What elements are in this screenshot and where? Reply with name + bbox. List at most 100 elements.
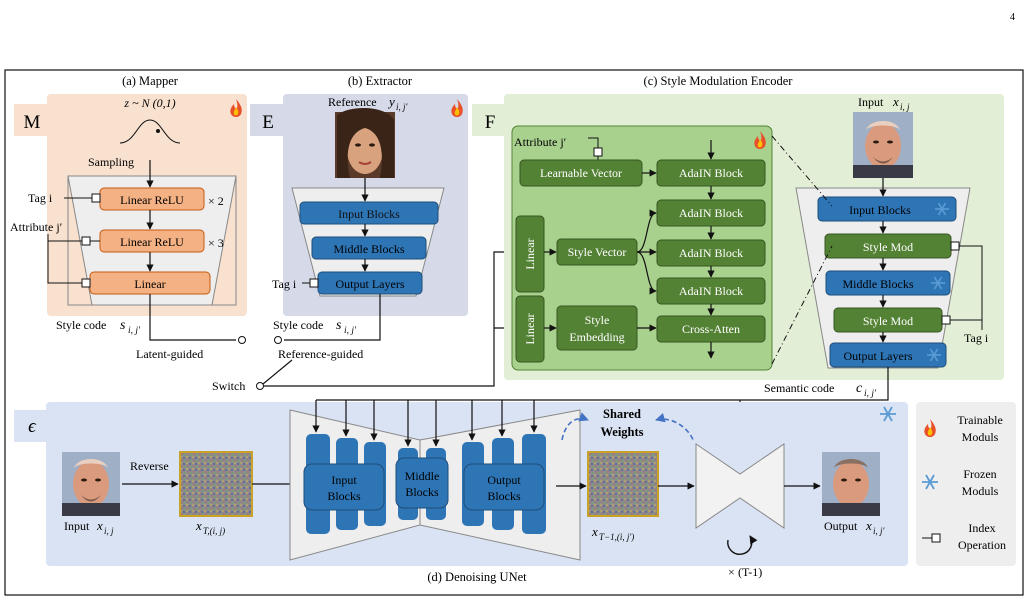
mapper-letter: M	[24, 112, 41, 133]
index-operation-icon	[309, 278, 319, 288]
legend-index-1: Index	[968, 521, 995, 535]
extractor-style-code-math: s	[336, 318, 342, 333]
fire-icon	[754, 131, 766, 149]
unet-middle-blocks-label-1: Middle	[405, 469, 440, 483]
style-mod-label-2: Style Mod	[863, 314, 913, 328]
mapper-block3-label: Linear	[134, 277, 165, 291]
encoder-input-sub: i, j	[900, 102, 910, 112]
unet-output-blocks	[463, 463, 545, 511]
adain-label-2: AdaIN Block	[679, 206, 743, 220]
unet-output-blocks-label-2: Blocks	[487, 489, 521, 503]
extractor-block1-label: Input Blocks	[338, 207, 400, 221]
encoder-tag-label: Tag i	[964, 331, 989, 345]
encoder-middle-blocks-label: Middle Blocks	[843, 277, 914, 291]
loop-times-icon: ×	[728, 565, 735, 579]
index-operation-icon	[950, 241, 960, 251]
legend-trainable-1: Trainable	[957, 413, 1003, 427]
fire-icon	[230, 99, 242, 117]
extractor-block3-label: Output Layers	[336, 277, 405, 291]
fire-icon	[451, 99, 463, 117]
extractor-input-blocks	[299, 201, 439, 225]
semantic-code-bus	[316, 367, 889, 401]
reference-label: Reference	[328, 95, 377, 109]
noise-image-xt-1	[587, 451, 659, 517]
extractor-style-code-label: Style code	[273, 318, 323, 332]
adain-label-3: AdaIN Block	[679, 246, 743, 260]
encoder-input-blocks	[817, 196, 957, 222]
encoder-linear-1-label: Linear	[523, 238, 537, 269]
unet-output-blocks-label-1: Output	[487, 473, 521, 487]
xt-sub: T,(i, j)	[203, 526, 225, 536]
extractor-tag-label: Tag i	[272, 277, 297, 291]
reference-math: y	[387, 94, 395, 109]
shared-weights-arrow-right	[655, 413, 695, 443]
mapper-attribute-label: Attribute j′	[10, 220, 63, 234]
encoder-input-label: Input	[858, 95, 884, 109]
gaussian-curve	[119, 119, 181, 144]
attribute-line-linear	[47, 234, 82, 284]
outer-frame	[4, 69, 1024, 596]
reference-face-image	[335, 108, 395, 178]
unet-output-math: x	[865, 518, 872, 533]
unet-middle-blocks-label-2: Blocks	[405, 485, 439, 499]
latent-guided-label: Latent-guided	[136, 347, 203, 361]
mapper-style-code-label: Style code	[56, 318, 106, 332]
legend-frozen-2: Moduls	[962, 484, 999, 498]
style-embedding-label-1: Style	[585, 313, 610, 327]
unet-letter-box	[14, 410, 50, 442]
unet-small-shape	[695, 443, 785, 529]
encoder-input-blocks-label: Input Blocks	[849, 203, 911, 217]
index-operation-icon	[941, 315, 951, 325]
semantic-code-label: Semantic code	[764, 381, 834, 395]
extractor-middle-blocks	[311, 236, 427, 260]
unet-input-blocks	[303, 463, 385, 511]
reference-guided-label: Reference-guided	[278, 347, 363, 361]
adain-label-4: AdaIN Block	[679, 284, 743, 298]
index-operation-icon	[81, 236, 91, 246]
encoder-caption: (c) Style Modulation Encoder	[644, 74, 794, 88]
encoder-letter: F	[485, 112, 496, 133]
snowflake-icon	[927, 348, 941, 362]
extractor-output-line	[284, 294, 381, 341]
unet-input-blocks-label-1: Input	[331, 473, 357, 487]
mapper-block1-label: Linear ReLU	[120, 193, 184, 207]
noise-formula: z ~ N (0,1)	[123, 96, 175, 110]
encoder-linear-2-label: Linear	[523, 313, 537, 344]
index-operation-icon	[931, 533, 941, 543]
unet-letter: ϵ	[28, 416, 37, 437]
mapper-style-code-math: s	[120, 318, 126, 333]
mapper-block1-rep: × 2	[208, 194, 224, 208]
projection-line-bottom	[771, 245, 833, 365]
legend-frozen-1: Frozen	[963, 467, 996, 481]
switch-label: Switch	[212, 379, 245, 393]
extractor-block2-label: Middle Blocks	[334, 242, 405, 256]
noise-image-xt	[179, 451, 253, 517]
shared-weights-label-1: Shared	[603, 407, 641, 421]
unet-input-label: Input	[64, 519, 90, 533]
mapper-letter-box	[14, 104, 50, 136]
legend-panel	[916, 402, 1016, 566]
unet-input-blocks-label-2: Blocks	[327, 489, 361, 503]
encoder-input-face-image	[853, 112, 913, 178]
encoder-input-math: x	[892, 94, 899, 109]
style-embedding-label-2: Embedding	[569, 330, 624, 344]
reference-sub: i, j′	[396, 102, 409, 112]
encoder-letter-box	[472, 104, 508, 136]
style-vector-label: Style Vector	[568, 245, 627, 259]
extractor-letter: E	[262, 112, 274, 133]
index-operation-icon	[91, 193, 101, 203]
legend-trainable-2: Moduls	[962, 430, 999, 444]
index-operation-icon	[81, 278, 91, 288]
switch-node-latent	[238, 336, 246, 344]
unet-output-label: Output	[824, 519, 858, 533]
mapper-block2-label: Linear ReLU	[120, 235, 184, 249]
extractor-letter-box	[250, 104, 286, 136]
encoder-output-layers-label: Output Layers	[844, 349, 913, 363]
page-number: 4	[1010, 12, 1015, 23]
snowflake-icon	[935, 202, 949, 216]
switch-node-reference	[274, 336, 282, 344]
mapper-block2-rep: × 3	[208, 236, 224, 250]
unet-middle-blocks	[395, 457, 449, 509]
